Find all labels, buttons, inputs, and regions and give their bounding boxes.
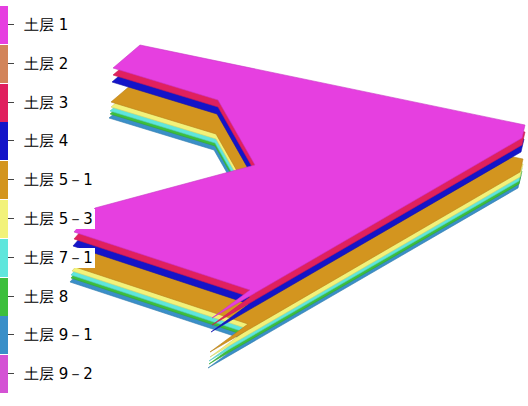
legend-tick — [8, 63, 14, 64]
legend-label: 土层 1 — [22, 15, 70, 35]
legend-swatch — [0, 6, 8, 44]
legend-entry: 土层 2 — [0, 45, 110, 83]
legend-label: 土层 7－1 — [22, 248, 95, 268]
legend-entry: 土层 8 — [0, 278, 110, 316]
legend-tick — [8, 179, 14, 180]
legend-swatch — [0, 122, 8, 160]
legend: 土层 1 土层 2 土层 3 土层 4 土层 5－1 土层 5－3 土层 7－1 土层 8 土层… — [0, 0, 110, 406]
legend-label: 土层 2 — [22, 54, 70, 74]
legend-entry: 土层 3 — [0, 84, 110, 122]
soil-layer — [74, 45, 525, 318]
legend-label: 土层 3 — [22, 93, 70, 113]
legend-entry: 土层 4 — [0, 122, 110, 160]
legend-label: 土层 5－3 — [22, 209, 95, 229]
legend-tick — [8, 218, 14, 219]
legend-swatch — [0, 84, 8, 122]
legend-entry: 土层 1 — [0, 6, 110, 44]
legend-swatch — [0, 200, 8, 238]
legend-swatch — [0, 161, 8, 199]
legend-entry: 土层 9－1 — [0, 316, 110, 354]
legend-tick — [8, 334, 14, 335]
legend-label: 土层 9－1 — [22, 325, 95, 345]
legend-label: 土层 5－1 — [22, 170, 95, 190]
legend-swatch — [0, 45, 8, 83]
legend-entry: 土层 5－1 — [0, 161, 110, 199]
legend-tick — [8, 296, 14, 297]
legend-swatch — [0, 355, 8, 393]
legend-tick — [8, 102, 14, 103]
legend-entry: 土层 9－2 — [0, 355, 110, 393]
legend-label: 土层 8 — [22, 287, 70, 307]
legend-tick — [8, 257, 14, 258]
legend-swatch — [0, 316, 8, 354]
legend-tick — [8, 140, 14, 141]
legend-entry: 土层 7－1 — [0, 239, 110, 277]
legend-label: 土层 4 — [22, 131, 70, 151]
legend-tick — [8, 373, 14, 374]
legend-swatch — [0, 239, 8, 277]
legend-entry: 土层 5－3 — [0, 200, 110, 238]
legend-swatch — [0, 278, 8, 316]
legend-tick — [8, 24, 14, 25]
legend-label: 土层 9－2 — [22, 364, 95, 384]
